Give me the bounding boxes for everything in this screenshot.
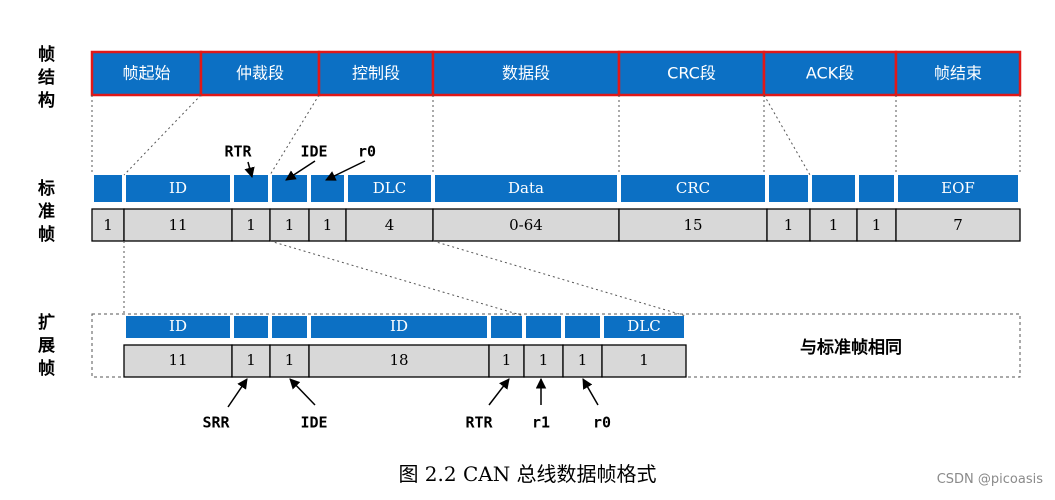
std-bit-value: 7 [953,216,963,234]
frame-field-5 [617,50,766,97]
std-pointer-label: r0 [358,143,376,161]
ext-field-name: ID [390,317,408,335]
std-field-box [126,175,230,202]
std-bit-cell [345,208,434,242]
std-field-box [348,175,431,202]
std-bit-cell [91,208,125,242]
std-field-box [898,175,1018,202]
frame-field-label: 数据段 [502,64,550,83]
frame-field-2 [199,50,321,97]
ext-bit-value: 1 [639,351,649,369]
ext-field-box [565,316,600,338]
ext-bit-value: 1 [539,351,549,369]
frame-field-label: ACK段 [806,64,854,83]
std-bit-cell [123,208,233,242]
ext-field-box [272,316,307,338]
std-bit-value: 1 [784,216,794,234]
std-field-name: Data [508,179,544,197]
ext-bit-value: 11 [168,351,187,369]
ext-field-box [604,316,684,338]
ext-bit-cell [488,344,525,378]
ext-pointer-label: r0 [593,414,611,432]
ext-bit-cell [562,344,603,378]
std-bit-value: 4 [385,216,395,234]
ext-bit-cell [123,344,233,378]
frame-field-3 [317,50,435,97]
ext-field-box [234,316,268,338]
std-field-box [94,175,122,202]
std-bit-value: 1 [872,216,882,234]
ext-field-box [526,316,561,338]
row-label-standard-frame: 标准帧 [38,179,55,245]
ext-bit-value: 1 [285,351,295,369]
frame-field-label: 仲裁段 [236,64,284,83]
std-pointer-label: IDE [300,143,327,161]
std-bit-cell [432,208,620,242]
row-label-frame-structure: 帧结构 [38,45,55,111]
figure-caption: 图 2.2 CAN 总线数据帧格式 [398,462,657,486]
frame-field-label: 帧结束 [934,64,982,83]
std-field-name: CRC [676,179,710,197]
std-field-box [435,175,617,202]
std-bit-value: 1 [829,216,839,234]
std-bit-cell [308,208,347,242]
std-bit-value: 15 [683,216,702,234]
std-bit-value: 1 [323,216,333,234]
ext-bit-cell [269,344,310,378]
frame-field-6 [762,50,898,97]
frame-field-label: 帧起始 [122,64,170,83]
ext-bit-value: 18 [389,351,408,369]
std-field-box [859,175,894,202]
frame-field-label: CRC段 [667,64,716,83]
ext-pointer-label: IDE [300,414,327,432]
std-field-name: ID [169,179,187,197]
ext-pointer-label: RTR [465,414,493,432]
ext-field-box [311,316,487,338]
ext-bit-cell [523,344,564,378]
watermark: CSDN @picoasis [936,472,1043,487]
std-field-box [234,175,268,202]
ext-bit-value: 1 [502,351,512,369]
row-label-extended-frame: 扩展帧 [38,313,55,379]
std-bit-cell [856,208,897,242]
std-bit-value: 1 [103,216,113,234]
ext-field-box [491,316,522,338]
frame-field-1 [90,50,203,97]
ext-field-name: ID [169,317,187,335]
std-bit-value: 1 [246,216,256,234]
ext-pointer-label: SRR [202,414,230,432]
same-as-standard-note: 与标准帧相同 [800,338,902,358]
ext-bit-value: 1 [578,351,588,369]
std-field-name: EOF [941,179,975,197]
frame-field-7 [894,50,1022,97]
std-bit-cell [231,208,271,242]
std-bit-cell [269,208,310,242]
frame-field-label: 控制段 [352,64,400,83]
std-field-box [621,175,765,202]
std-field-box [769,175,808,202]
ext-pointer-label: r1 [532,414,550,432]
std-field-box [812,175,855,202]
std-field-box [272,175,307,202]
std-bit-cell [809,208,858,242]
ext-bit-cell [308,344,490,378]
std-bit-value: 1 [285,216,295,234]
std-bit-value: 0-64 [509,216,543,234]
std-field-name: DLC [373,179,406,197]
ext-bit-value: 1 [246,351,256,369]
std-bit-cell [895,208,1021,242]
ext-field-name: DLC [627,317,660,335]
std-bit-value: 11 [168,216,187,234]
std-pointer-label: RTR [224,143,252,161]
ext-bit-cell [601,344,687,378]
ext-field-box [126,316,230,338]
